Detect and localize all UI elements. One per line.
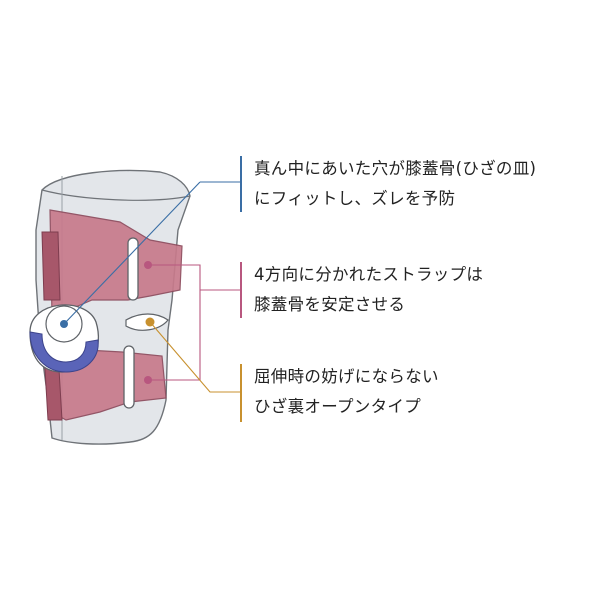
callout-dot-1 (60, 320, 68, 328)
callout-bar (240, 156, 242, 212)
callout-line: 4方向に分かれたストラップは (254, 265, 484, 284)
callout-four-way-strap: 4方向に分かれたストラップは 膝蓋骨を安定させる (240, 262, 580, 318)
callout-line: にフィットし、ズレを予防 (254, 189, 456, 208)
callout-line: ひざ裏オープンタイプ (254, 397, 422, 416)
connector-1 (63, 181, 240, 325)
lower-slot (123, 345, 135, 409)
upper-slot (127, 237, 139, 301)
callout-dot-2a (144, 261, 152, 269)
connector-2 (150, 264, 240, 381)
callout-bar (240, 262, 242, 318)
callout-dot-3 (145, 317, 155, 327)
callout-open-back: 屈伸時の妨げにならない ひざ裏オープンタイプ (240, 364, 580, 422)
callout-dot-2b (144, 376, 152, 384)
callout-patella-fit: 真ん中にあいた穴が膝蓋骨(ひざの皿) にフィットし、ズレを予防 (240, 156, 580, 212)
side-strap (41, 231, 61, 301)
callout-line: 膝蓋骨を安定させる (254, 295, 406, 314)
brace-top-edge (41, 189, 191, 201)
patella-blue-ring (29, 331, 99, 373)
connector-3 (149, 321, 240, 393)
callout-line: 真ん中にあいた穴が膝蓋骨(ひざの皿) (254, 159, 537, 178)
callout-line: 屈伸時の妨げにならない (254, 367, 439, 386)
callout-bar (240, 364, 242, 422)
